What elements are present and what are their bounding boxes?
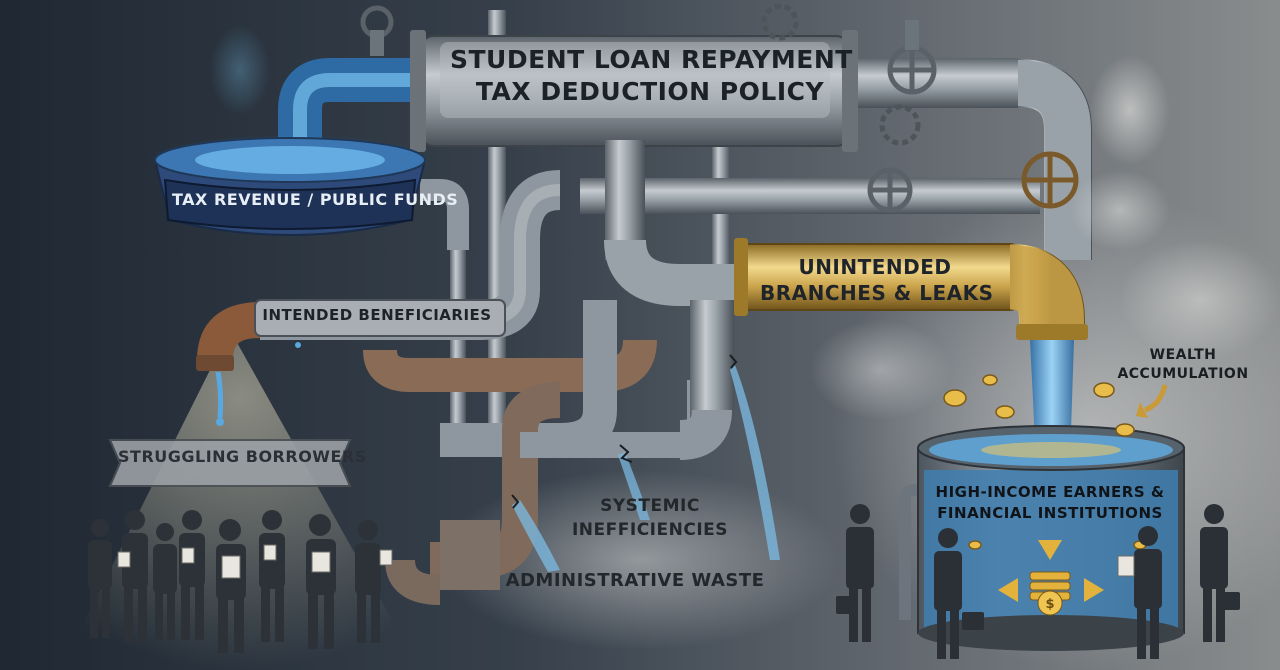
administrative-waste-label: ADMINISTRATIVE WASTE <box>505 570 765 591</box>
steam-plumes <box>210 25 1280 420</box>
coin-dollar-sign: $ <box>1045 597 1054 612</box>
policy-title-line1: STUDENT LOAN REPAYMENT <box>450 45 853 74</box>
reservoir-label: TAX REVENUE / PUBLIC FUNDS <box>172 190 459 209</box>
systemic-line2: INEFFICIENCIES <box>571 520 728 540</box>
pipe-cracks <box>511 354 738 509</box>
struggling-borrowers-crowd <box>88 510 381 653</box>
wealth-line1: WEALTH <box>1149 347 1217 363</box>
wealth-line2: ACCUMULATION <box>1117 366 1249 382</box>
branches-line2: BRANCHES & LEAKS <box>760 281 994 305</box>
borrower-papers <box>117 544 393 579</box>
unintended-branches-label: UNINTENDED BRANCHES & LEAKS <box>760 254 994 306</box>
highincome-line2: FINANCIAL INSTITUTIONS <box>937 504 1163 522</box>
wealth-accumulation-label: WEALTH ACCUMULATION <box>1108 346 1258 384</box>
businessmen <box>836 504 1240 659</box>
systemic-inefficiencies-label: SYSTEMIC INEFFICIENCIES <box>560 494 740 542</box>
flying-coins <box>943 374 1147 550</box>
highincome-line1: HIGH-INCOME EARNERS & <box>935 483 1165 501</box>
policy-title: STUDENT LOAN REPAYMENT TAX DEDUCTION POL… <box>450 44 853 108</box>
systemic-line1: SYSTEMIC <box>600 496 700 516</box>
wealth-arrow-icon <box>1144 384 1168 413</box>
intended-beneficiaries-label: INTENDED BENEFICIARIES <box>262 306 492 324</box>
branches-line1: UNINTENDED <box>798 255 952 279</box>
high-income-earners-label: HIGH-INCOME EARNERS & FINANCIAL INSTITUT… <box>930 482 1170 524</box>
policy-title-line2: TAX DEDUCTION POLICY <box>475 77 825 106</box>
struggling-borrowers-label: STRUGGLING BORROWERS <box>118 447 367 466</box>
